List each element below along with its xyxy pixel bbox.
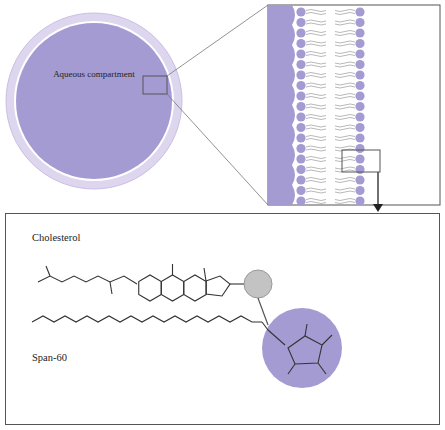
zoom-frame: [143, 76, 167, 94]
vesicle-outline: [5, 3, 183, 199]
sorbitan-head: [262, 308, 342, 388]
molecule-panel: CholesterolSpan-60: [5, 213, 440, 425]
compartment-label: Aqueous compartment: [53, 69, 135, 79]
zoom-arrow: [377, 172, 378, 204]
zoom-frame: [342, 150, 380, 172]
zoom-arrowhead: [373, 204, 383, 212]
bilayer-zoom: [268, 5, 440, 206]
molecule-label: Cholesterol: [32, 232, 80, 243]
cholesterol-molecule: [38, 264, 245, 301]
molecule-label: Span-60: [32, 352, 67, 363]
span60-molecule: [32, 316, 332, 374]
zoom-line: [167, 5, 268, 76]
vesicle-circle: Aqueous compartment: [5, 3, 183, 199]
hydrogen-bond: [258, 298, 268, 325]
hydroxyl-group: [244, 270, 272, 298]
zoom-line: [167, 94, 268, 205]
